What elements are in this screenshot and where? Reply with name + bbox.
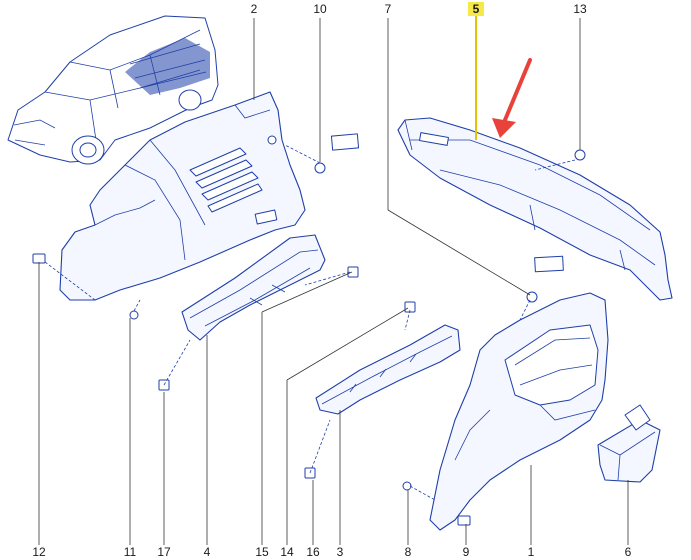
- callouts-bottom: 12 11 17 4 15 14 16 3 8 9 1 6: [32, 545, 631, 559]
- callouts-top: 2 10 7 5 13: [251, 2, 587, 16]
- callout-16: 16: [306, 545, 320, 559]
- callout-14: 14: [280, 545, 294, 559]
- callout-12: 12: [32, 545, 46, 559]
- vehicle-illustration: [7, 15, 219, 165]
- callout-2: 2: [251, 2, 258, 16]
- callout-3: 3: [337, 545, 344, 559]
- callout-17: 17: [157, 545, 171, 559]
- part-3-lower-trim: [315, 324, 461, 415]
- callout-4: 4: [204, 545, 211, 559]
- red-pointer-arrow: [492, 58, 532, 138]
- assembly-lines: [44, 144, 576, 501]
- callout-6: 6: [625, 545, 632, 559]
- callout-10: 10: [313, 2, 327, 16]
- part-2-side-panel: [59, 91, 306, 301]
- part-4-sill-trim: [181, 234, 326, 341]
- callout-1: 1: [528, 545, 535, 559]
- part-6-bracket: [597, 404, 661, 483]
- fasteners: [32, 133, 586, 526]
- highlight-box: [468, 2, 484, 16]
- callout-9: 9: [463, 545, 470, 559]
- callout-5-highlighted: 5: [473, 2, 480, 16]
- part-1-lower-side-trim: [429, 292, 609, 531]
- callout-15: 15: [255, 545, 269, 559]
- callout-11: 11: [124, 545, 137, 559]
- callout-13: 13: [573, 2, 587, 16]
- leader-lines: [38, 16, 629, 545]
- part-5-upper-rail: [397, 117, 673, 301]
- callout-7: 7: [385, 2, 392, 16]
- callout-8: 8: [405, 545, 412, 559]
